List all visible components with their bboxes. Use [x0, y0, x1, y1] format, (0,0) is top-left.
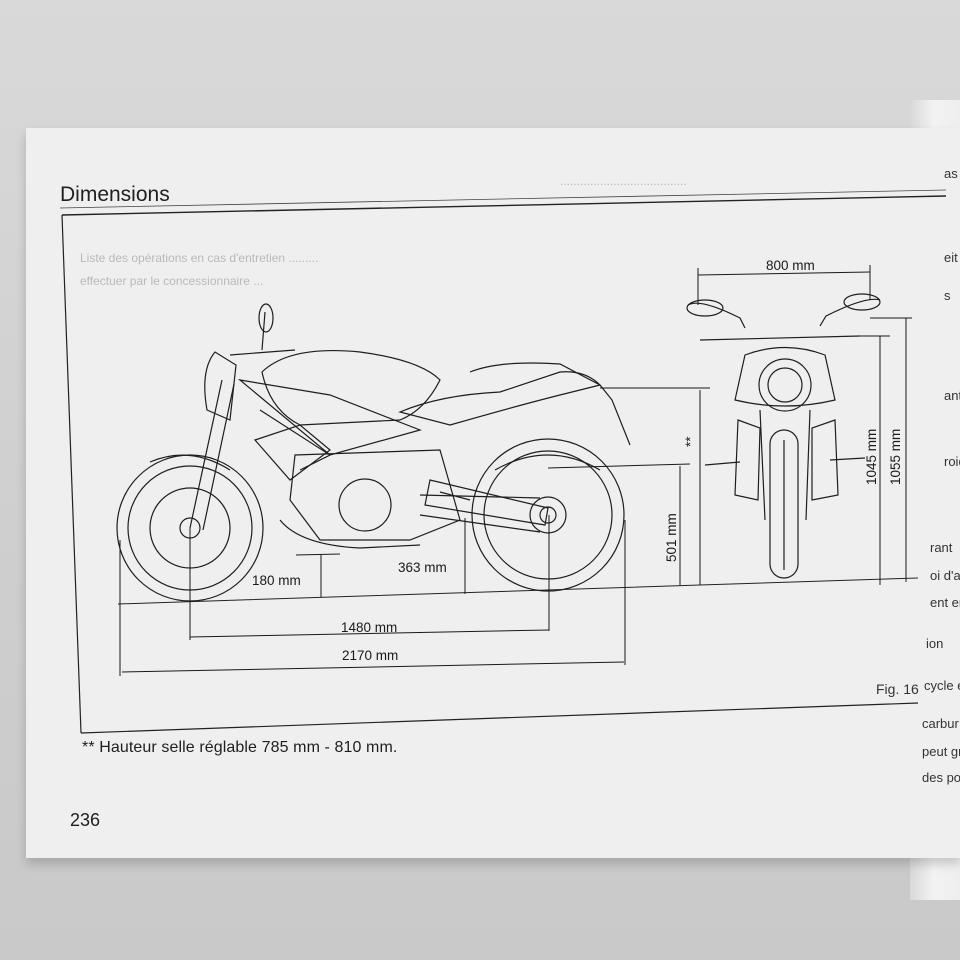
dim-ground-clearance-label: 180 mm — [252, 573, 301, 588]
svg-text:effectuer par le concessionnai: effectuer par le concessionnaire ... — [80, 274, 263, 288]
dim-clearance-axle-label: 363 mm — [398, 560, 447, 575]
dim-axle-height-label: 501 mm — [664, 513, 679, 562]
svg-text:cycle es: cycle es — [924, 678, 960, 693]
dim-wheelbase-label: 1480 mm — [341, 620, 397, 635]
svg-text:ion: ion — [926, 636, 943, 651]
frame-top-line — [61, 195, 947, 216]
ground-line — [117, 577, 919, 605]
dim-seat-height-marker: ** — [683, 436, 698, 447]
motorcycle-front-view — [686, 293, 881, 579]
dim-width-label: 800 mm — [766, 258, 815, 273]
frame-left-line — [61, 214, 82, 734]
svg-text:ent en: ent en — [930, 595, 960, 610]
manual-page — [26, 128, 960, 858]
svg-text:rant: rant — [930, 540, 953, 555]
page-title: Dimensions — [60, 183, 170, 206]
dim-mirror-height-label: 1045 mm — [864, 429, 879, 485]
right-page-fragments: as eit s ant roidi rant oi d'ad ent en i… — [922, 166, 960, 785]
footnote-text: Hauteur selle réglable 785 mm - 810 mm. — [99, 739, 398, 756]
svg-text:s: s — [944, 288, 951, 303]
footnote: ** Hauteur selle réglable 785 mm - 810 m… — [82, 739, 397, 757]
svg-text:des po: des po — [922, 770, 960, 785]
dimension-lines — [119, 265, 912, 676]
svg-text:ant: ant — [944, 388, 960, 403]
svg-text:as: as — [944, 166, 958, 181]
show-through-text: Liste des opérations en cas d'entretien … — [80, 174, 687, 288]
svg-text:eit: eit — [944, 250, 958, 265]
svg-text:peut gr: peut gr — [922, 744, 960, 759]
frame-bottom-line — [80, 702, 919, 734]
dim-overall-length-label: 2170 mm — [342, 648, 398, 663]
title-rule — [59, 189, 947, 209]
svg-text:roidi: roidi — [944, 454, 960, 469]
figure-label: Fig. 16 — [876, 681, 919, 697]
svg-text:..............................: ...................................... — [560, 174, 687, 188]
motorcycle-side-view — [116, 303, 631, 602]
svg-text:Liste des opérations en cas d': Liste des opérations en cas d'entretien … — [80, 251, 318, 265]
dim-overall-height-label: 1055 mm — [888, 429, 903, 485]
svg-text:oi d'ad: oi d'ad — [930, 568, 960, 583]
svg-text:carbur: carbur — [922, 716, 960, 731]
footnote-marker: ** — [82, 739, 95, 756]
page-number: 236 — [70, 810, 101, 830]
